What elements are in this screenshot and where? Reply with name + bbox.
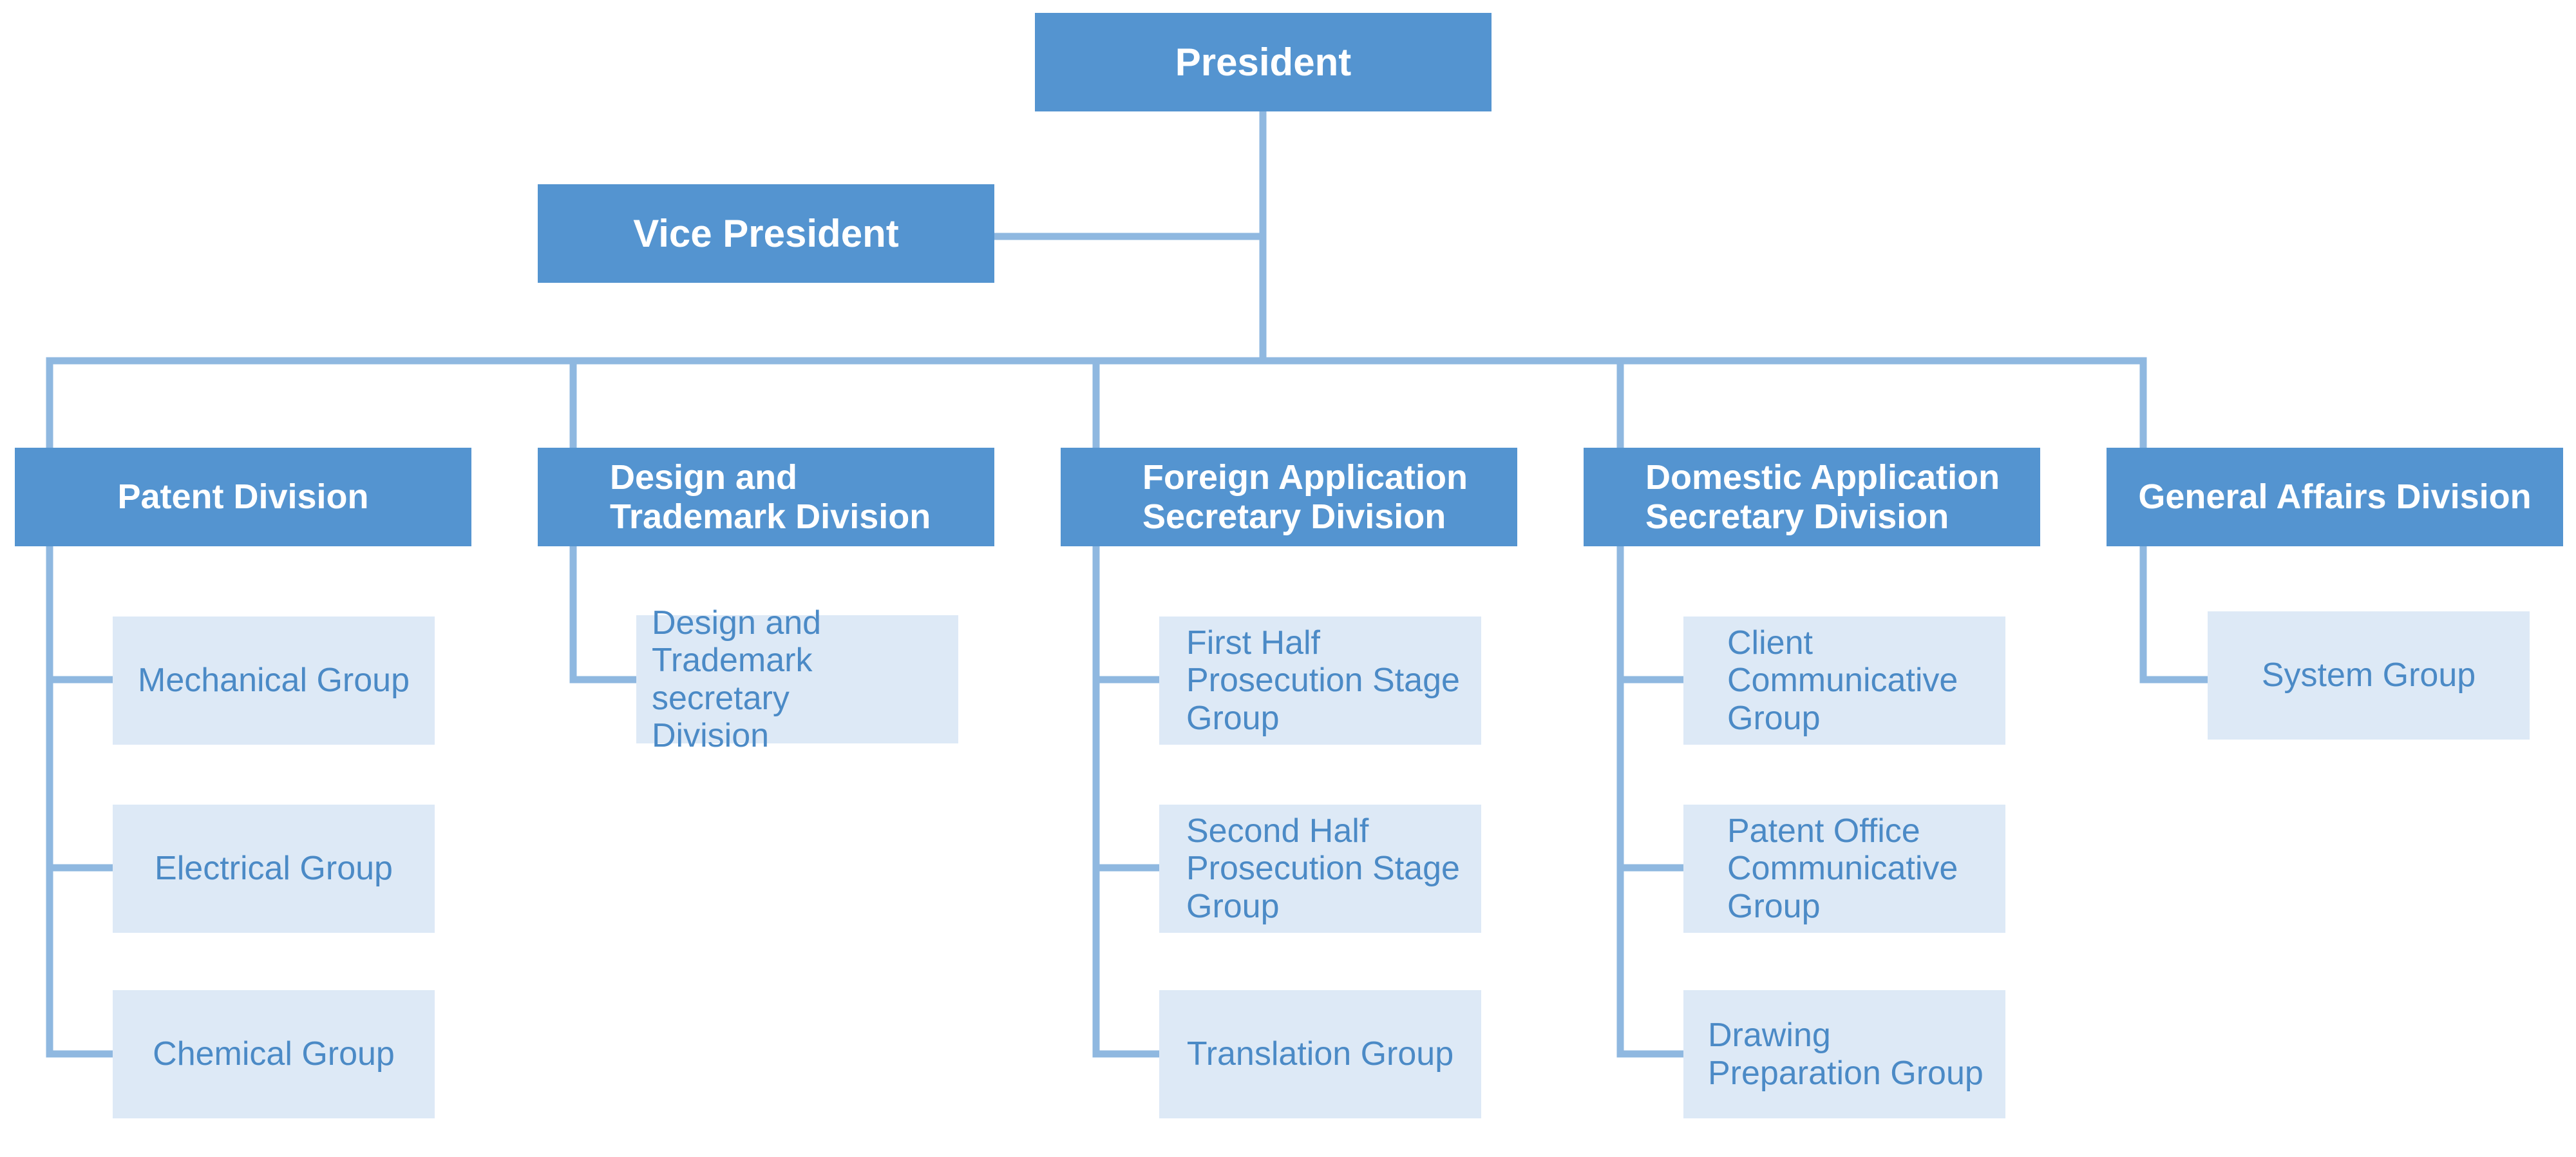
- division-label: General Affairs Division: [2138, 477, 2532, 517]
- group-label: First Half Prosecution Stage Group: [1186, 624, 1460, 737]
- division-label: Domestic Application Secretary Division: [1645, 458, 2000, 536]
- group-chemical: Chemical Group: [113, 990, 435, 1118]
- group-label: System Group: [2261, 656, 2476, 694]
- group-label: Client Communicative Group: [1727, 624, 1958, 737]
- group-translation: Translation Group: [1159, 990, 1481, 1118]
- group-label: Mechanical Group: [138, 662, 410, 700]
- division-domestic-application-secretary: Domestic Application Secretary Division: [1584, 448, 2040, 546]
- group-system: System Group: [2208, 611, 2530, 740]
- division-label: Patent Division: [117, 477, 369, 517]
- vice-president-label: Vice President: [633, 211, 899, 255]
- group-label: Translation Group: [1186, 1035, 1454, 1073]
- group-mechanical: Mechanical Group: [113, 617, 435, 745]
- group-second-half-prosecution: Second Half Prosecution Stage Group: [1159, 805, 1481, 933]
- group-label: Chemical Group: [153, 1035, 395, 1073]
- division-general-affairs: General Affairs Division: [2107, 448, 2563, 546]
- group-label: Electrical Group: [155, 850, 393, 888]
- division-design-trademark: Design and Trademark Division: [538, 448, 994, 546]
- president-label: President: [1175, 40, 1352, 84]
- group-label: Second Half Prosecution Stage Group: [1186, 812, 1460, 925]
- division-label: Design and Trademark Division: [610, 458, 931, 536]
- group-design-trademark-secretary: Design and Trademark secretary Division: [636, 604, 958, 754]
- division-patent: Patent Division: [15, 448, 471, 546]
- division-label: Foreign Application Secretary Division: [1142, 458, 1468, 536]
- division-foreign-application-secretary: Foreign Application Secretary Division: [1061, 448, 1517, 546]
- group-electrical: Electrical Group: [113, 805, 435, 933]
- president-node: President: [1035, 13, 1492, 111]
- group-first-half-prosecution: First Half Prosecution Stage Group: [1159, 617, 1481, 745]
- group-label: Drawing Preparation Group: [1708, 1017, 1984, 1092]
- group-patent-office-communicative: Patent Office Communicative Group: [1683, 805, 2005, 933]
- group-label: Design and Trademark secretary Division: [652, 604, 822, 754]
- vice-president-node: Vice President: [538, 184, 994, 283]
- group-label: Patent Office Communicative Group: [1727, 812, 1958, 925]
- group-client-communicative: Client Communicative Group: [1683, 617, 2005, 745]
- group-drawing-preparation: Drawing Preparation Group: [1683, 990, 2005, 1118]
